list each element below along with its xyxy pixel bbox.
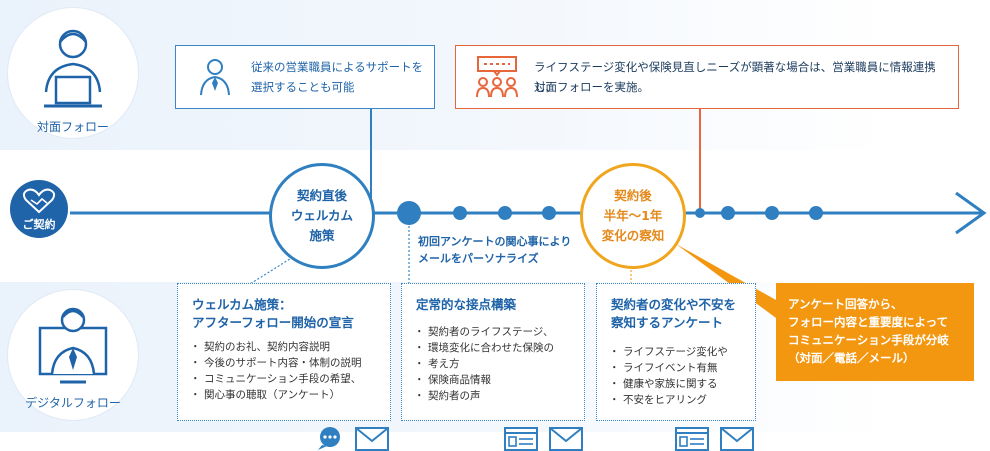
- welcome-connector: [249, 256, 294, 285]
- list-item-continued: 考え方: [414, 356, 554, 372]
- list-item: 契約者の声: [414, 388, 554, 404]
- face-to-face-escalation-box: ライフステージ変化や保険見直しニーズが顕著な場合は、営業職員に情報連携し、 対面…: [455, 45, 959, 109]
- meeting-icon: [476, 56, 518, 98]
- list-item-continued: ライフイベント有無: [609, 360, 728, 376]
- list-item-continued: 環境変化に合わせた保険の: [414, 340, 554, 356]
- contract-label: ご契約: [22, 218, 56, 231]
- mail-icon: [549, 427, 583, 451]
- sales-support-box: 従来の営業職員によるサポートを 選択することも可能: [175, 45, 435, 109]
- mail-icon: [720, 427, 754, 451]
- list-item: 今後のサポート内容・体制の説明: [190, 355, 362, 371]
- welcome-milestone: 契約直後 ウェルカム 施策: [269, 163, 375, 269]
- timeline-dot: [765, 206, 779, 220]
- regular-contact-panel: 定常的な接点構築 契約者のライフステージ、 環境変化に合わせた保険の 考え方 保…: [401, 283, 585, 421]
- panel-title-line: 察知するアンケート: [611, 315, 724, 330]
- callout-line: アンケート回答から、: [788, 297, 903, 311]
- digital-persona: デジタルフォロー: [8, 290, 138, 420]
- change-survey-panel-title: 契約者の変化や不安を 察知するアンケート: [611, 296, 736, 332]
- sales-support-line-1: 従来の営業職員によるサポートを: [251, 60, 424, 74]
- person-at-laptop-icon: [44, 29, 102, 108]
- change-milestone-line: 半年〜1年: [603, 208, 663, 223]
- list-item-text: 環境変化に合わせた保険の: [428, 342, 554, 354]
- sales-support-line-2: 選択することも可能: [251, 80, 355, 94]
- panel-title-line: 契約者の変化や不安を: [611, 297, 737, 312]
- change-survey-panel-list: ライフステージ変化や ライフイベント有無 健康や家族に関する 不安をヒアリング: [609, 344, 728, 408]
- timeline-dot: [542, 206, 556, 220]
- welcome-panel: ウェルカム施策： アフターフォロー開始の宣言 契約のお礼、契約内容説明 今後のサ…: [177, 283, 391, 421]
- regular-contact-panel-title: 定常的な接点構築: [416, 296, 516, 314]
- first-survey-note: 初回アンケートの関心事により メールをパーソナライズ: [418, 233, 571, 267]
- chat-icon: [318, 427, 340, 450]
- form-icon: [504, 427, 538, 451]
- list-item-text: ライフイベント有無: [623, 362, 718, 374]
- callout-line: コミュニケーション手段が分岐: [788, 333, 949, 347]
- panel-title-line: 定常的な接点構築: [416, 297, 517, 312]
- change-milestone-line: 契約後: [614, 188, 652, 203]
- list-item: 契約者のライフステージ、: [414, 324, 554, 340]
- timeline-dot: [453, 206, 467, 220]
- callout-line: （対面／電話／メール）: [788, 351, 915, 365]
- callout-line: フォロー内容と重要度によって: [788, 315, 949, 329]
- welcome-panel-title: ウェルカム施策： アフターフォロー開始の宣言: [192, 296, 354, 332]
- regular-contact-panel-list: 契約者のライフステージ、 環境変化に合わせた保険の 考え方 保険商品情報 契約者…: [414, 324, 554, 404]
- panel-title-line: ウェルカム施策：: [192, 297, 292, 312]
- businessman-icon: [200, 59, 230, 96]
- list-item: 健康や家族に関する: [609, 376, 728, 392]
- welcome-panel-list: 契約のお礼、契約内容説明 今後のサポート内容・体制の説明 コミュニケーション手段…: [190, 339, 362, 403]
- welcome-milestone-line: 契約直後: [296, 188, 347, 203]
- first-survey-note-line: 初回アンケートの関心事により: [418, 235, 572, 248]
- list-item-continued: 関心事の聴取（アンケート）: [190, 387, 362, 403]
- list-item-continued: 不安をヒアリング: [609, 392, 728, 408]
- face-to-face-persona: 対面フォロー: [8, 8, 138, 138]
- escalation-line-1: ライフステージ変化や保険見直しニーズが顕著な場合は、営業職員に情報連携し、: [534, 60, 936, 94]
- change-detection-milestone: 契約後 半年〜1年 変化の察知: [580, 163, 686, 269]
- first-survey-dot: [397, 201, 421, 225]
- list-item: コミュニケーション手段の希望、: [190, 371, 362, 387]
- timeline-dot: [809, 206, 823, 220]
- change-milestone-line: 変化の察知: [601, 228, 665, 243]
- welcome-milestone-line: ウェルカム: [290, 208, 354, 223]
- timeline-dot: [498, 206, 512, 220]
- list-item-text: 関心事の聴取（アンケート）: [204, 389, 341, 401]
- contract-node: ご契約: [10, 180, 68, 238]
- first-survey-note-line: メールをパーソナライズ: [418, 252, 539, 265]
- welcome-milestone-line: 施策: [309, 228, 335, 243]
- form-icon: [675, 427, 709, 451]
- digital-label: デジタルフォロー: [25, 396, 121, 410]
- list-item: 契約のお礼、契約内容説明: [190, 339, 362, 355]
- list-item: 保険商品情報: [414, 372, 554, 388]
- list-item-text: 考え方: [428, 358, 460, 370]
- timeline-dot: [721, 206, 735, 220]
- panel-title-line: アフターフォロー開始の宣言: [192, 315, 354, 330]
- escalation-line-2: 対面フォローを実施。: [534, 80, 649, 94]
- handshake-heart-icon: [22, 188, 56, 214]
- timeline-arrowhead: [955, 191, 987, 235]
- face-to-face-label: 対面フォロー: [36, 120, 109, 134]
- mail-icon: [355, 427, 389, 451]
- timeline-dot: [695, 208, 705, 218]
- person-at-monitor-icon: [38, 307, 108, 384]
- branching-callout: アンケート回答から、 フォロー内容と重要度によって コミュニケーション手段が分岐…: [776, 283, 974, 381]
- list-item: ライフステージ変化や: [609, 344, 728, 360]
- change-survey-panel: 契約者の変化や不安を 察知するアンケート ライフステージ変化や ライフイベント有…: [596, 283, 756, 421]
- list-item-text: 不安をヒアリング: [623, 394, 707, 406]
